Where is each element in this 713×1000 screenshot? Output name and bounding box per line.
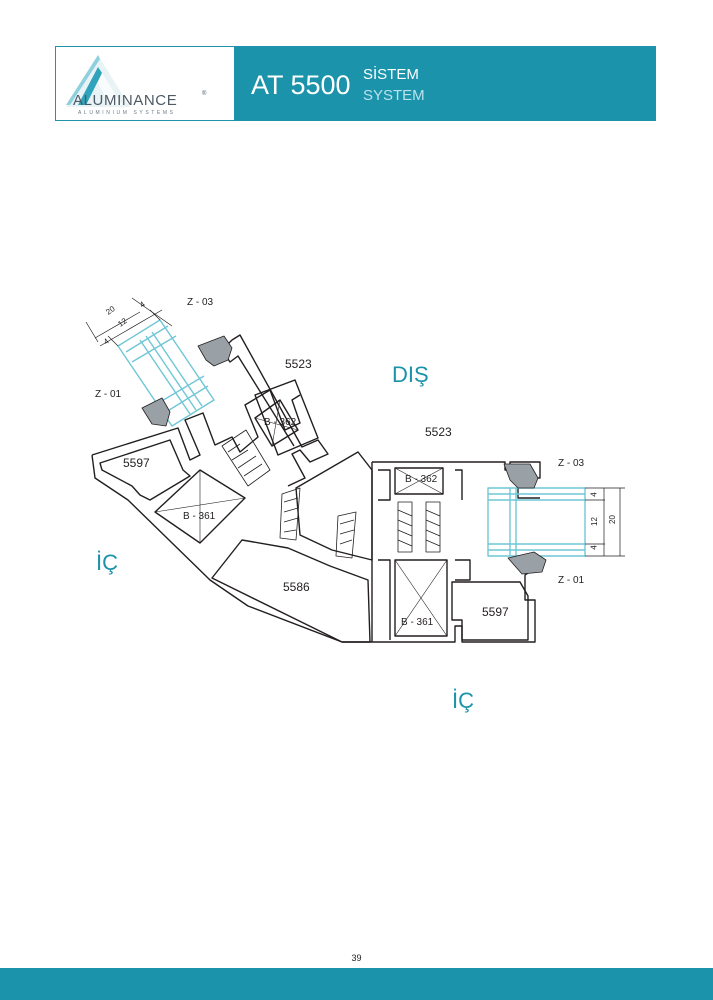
bar-b361-left-label: B - 361 (183, 511, 216, 522)
bar-b361-right-label: B - 361 (401, 617, 434, 628)
gasket-z03-left-label: Z - 03 (187, 297, 214, 308)
logo-tagline: ALUMINIUM SYSTEMS (78, 110, 176, 116)
gasket-z03-left (197, 335, 233, 367)
left-glazing-unit (117, 319, 215, 427)
dim-right-b: 12 (589, 517, 599, 526)
profile-5523-right-outline (371, 461, 541, 643)
zone-outside-label: DIŞ (392, 362, 429, 387)
profile-5523-right-label: 5523 (425, 425, 452, 439)
profile-5523-left-body (254, 379, 319, 456)
footer-bar (0, 968, 713, 1000)
brand-logo: ALUMINANCE ® ALUMINIUM SYSTEMS (55, 46, 235, 121)
gasket-z01-right-label: Z - 01 (558, 575, 585, 586)
bar-b362-right-label: B - 362 (405, 474, 438, 485)
logo-triangle-icon (66, 55, 130, 107)
profile-5597-left-label: 5597 (123, 456, 150, 470)
gasket-z03-right (503, 463, 539, 489)
profile-5523-left-label: 5523 (285, 357, 312, 371)
page-number: 39 (351, 953, 362, 963)
profile-5597-right-label: 5597 (482, 605, 509, 619)
system-code: AT 5500 (251, 70, 351, 100)
bar-b362-left-label: B - 362 (264, 417, 297, 428)
profile-5597-right (451, 581, 529, 641)
title-banner: AT 5500 SİSTEM SYSTEM (235, 46, 656, 121)
zone-inside-bottom-label: İÇ (452, 688, 474, 713)
right-frame-assembly (371, 461, 625, 643)
profile-5586-label: 5586 (283, 580, 310, 594)
dim-right-a: 4 (589, 492, 599, 497)
profile-5597-left-outline (91, 389, 372, 643)
dim-right-total: 20 (607, 515, 617, 524)
page-header: ALUMINANCE ® ALUMINIUM SYSTEMS AT 5500 S… (55, 46, 656, 121)
zone-inside-left-label: İÇ (96, 550, 118, 575)
profile-5586-body (211, 539, 371, 643)
gasket-z03-right-label: Z - 03 (558, 458, 585, 469)
gasket-z01-left-label: Z - 01 (95, 389, 122, 400)
system-label-en: SYSTEM (363, 87, 425, 104)
registered-mark: ® (202, 91, 207, 97)
dim-right-c: 4 (589, 545, 599, 550)
left-frame-assembly (85, 297, 373, 643)
gasket-z01-right (507, 551, 547, 575)
profile-5523-left-outline (221, 334, 329, 487)
logo-wordmark: ALUMINANCE (73, 92, 178, 109)
system-label-tr: SİSTEM (363, 66, 419, 83)
profile-5597-left-inner (99, 439, 191, 501)
gasket-z01-left (141, 397, 171, 427)
